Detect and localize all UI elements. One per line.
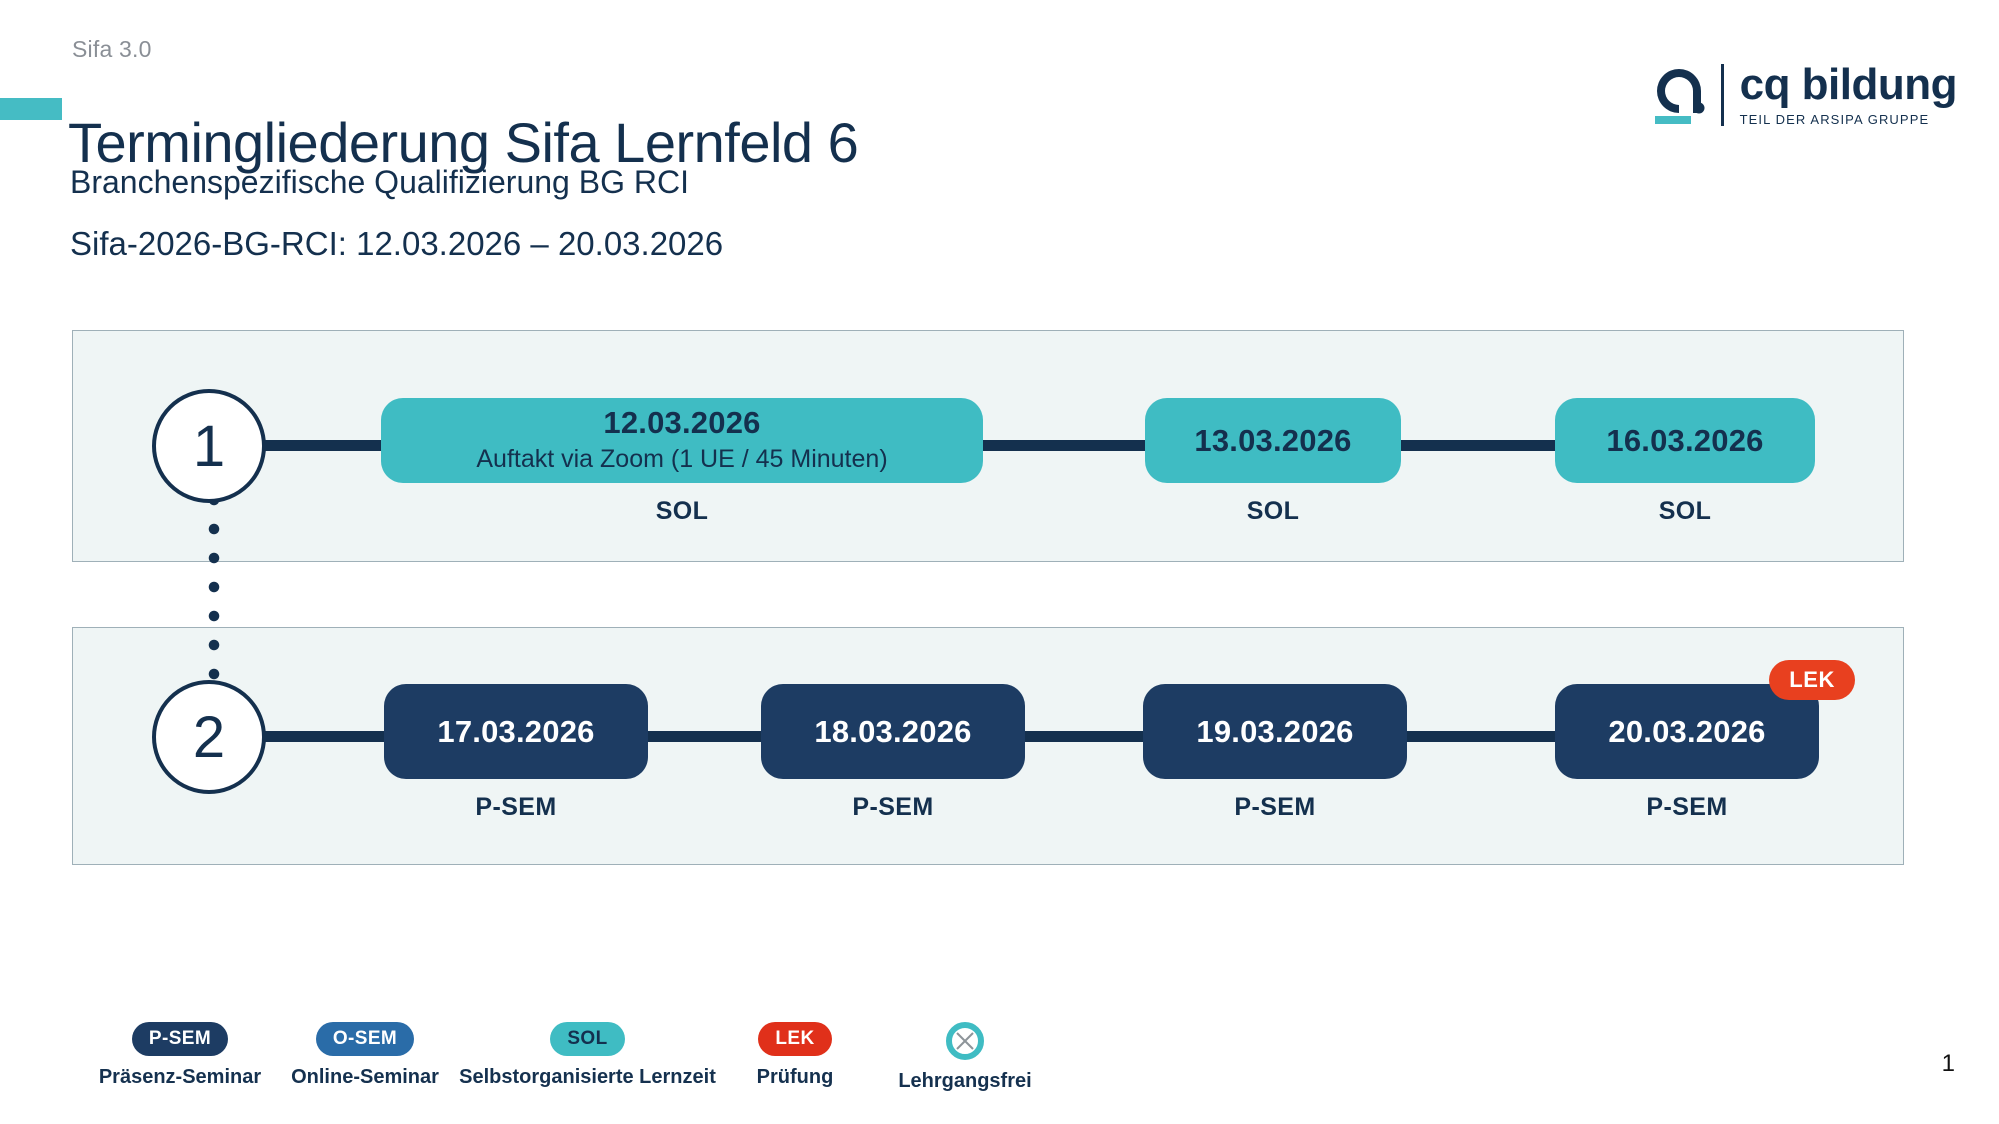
timeline-node[interactable]: 12.03.2026 Auftakt via Zoom (1 UE / 45 M… bbox=[381, 398, 983, 526]
legend-badge-osem: O-SEM bbox=[315, 1022, 415, 1056]
node-date: 13.03.2026 bbox=[1194, 422, 1352, 458]
phase-marker-1[interactable]: 1 bbox=[152, 389, 266, 503]
legend-badge-lek: LEK bbox=[758, 1022, 832, 1056]
page-subtitle-daterange: Sifa-2026-BG-RCI: 12.03.2026 – 20.03.202… bbox=[70, 225, 724, 262]
legend-item-lek: LEK Prüfung bbox=[715, 1022, 875, 1089]
node-date: 17.03.2026 bbox=[437, 713, 595, 749]
rail-1-b bbox=[975, 440, 1155, 451]
legend-label-osem: Online-Seminar bbox=[291, 1066, 439, 1088]
node-subtitle: Auftakt via Zoom (1 UE / 45 Minuten) bbox=[476, 445, 888, 474]
legend-label-sol: Selbstorganisierte Lernzeit bbox=[459, 1066, 716, 1088]
logo-divider bbox=[1720, 64, 1724, 126]
logo-wordmark: cq bildung bbox=[1739, 60, 1958, 110]
phase-marker-1-number: 1 bbox=[192, 413, 226, 479]
timeline-node[interactable]: 17.03.2026 P-SEM bbox=[384, 684, 648, 822]
node-caption: SOL bbox=[1246, 497, 1300, 525]
node-date: 18.03.2026 bbox=[814, 713, 972, 749]
page-number: 1 bbox=[1941, 1050, 1955, 1077]
rail-2-d bbox=[1395, 731, 1565, 742]
circle-x-icon bbox=[946, 1022, 984, 1060]
legend: P-SEM Präsenz-Seminar O-SEM Online-Semin… bbox=[90, 1022, 1055, 1093]
legend-item-lehrgangsfrei: Lehrgangsfrei bbox=[875, 1022, 1055, 1093]
legend-label-psem: Präsenz-Seminar bbox=[98, 1066, 262, 1088]
logo-tagline: TEIL DER ARSIPA GRUPPE bbox=[1739, 111, 1930, 127]
rail-2-b bbox=[638, 731, 768, 742]
node-date: 12.03.2026 bbox=[603, 405, 761, 441]
timeline-node[interactable]: LEK 20.03.2026 P-SEM bbox=[1555, 660, 1855, 822]
page-subtitle-primary: Branchenspezifische Qualifizierung BG RC… bbox=[70, 164, 689, 200]
cq-logo-mark-icon bbox=[1649, 65, 1709, 125]
rail-2-c bbox=[1020, 731, 1150, 742]
timeline-node[interactable]: 16.03.2026 SOL bbox=[1555, 398, 1815, 526]
node-caption: SOL bbox=[1658, 497, 1712, 525]
legend-badge-psem: P-SEM bbox=[131, 1022, 229, 1056]
node-date: 19.03.2026 bbox=[1196, 713, 1354, 749]
timeline-node[interactable]: 18.03.2026 P-SEM bbox=[761, 684, 1025, 822]
phase-connector-dotted-line bbox=[208, 494, 220, 692]
legend-label-lehrgangsfrei: Lehrgangsfrei bbox=[898, 1070, 1032, 1092]
legend-label-lek: Prüfung bbox=[756, 1066, 834, 1088]
rail-1-a bbox=[258, 440, 398, 451]
node-caption: P-SEM bbox=[475, 793, 557, 821]
node-date: 20.03.2026 bbox=[1608, 713, 1766, 749]
status-badge-lek[interactable]: LEK bbox=[1769, 660, 1855, 700]
legend-badge-sol: SOL bbox=[550, 1022, 625, 1056]
eyebrow-label: Sifa 3.0 bbox=[72, 36, 152, 62]
rail-2-a bbox=[258, 731, 398, 742]
title-accent-bar bbox=[0, 98, 62, 120]
brand-logo: cq bildung TEIL DER ARSIPA GRUPPE bbox=[1649, 60, 1958, 128]
page-title: Termingliederung Sifa Lernfeld 6 bbox=[68, 110, 859, 174]
legend-item-sol: SOL Selbstorganisierte Lernzeit bbox=[459, 1022, 716, 1089]
timeline-node[interactable]: 19.03.2026 P-SEM bbox=[1143, 684, 1407, 822]
timeline-node[interactable]: 13.03.2026 SOL bbox=[1145, 398, 1401, 526]
legend-item-psem: P-SEM Präsenz-Seminar bbox=[90, 1022, 270, 1089]
node-caption: P-SEM bbox=[852, 793, 934, 821]
legend-item-osem: O-SEM Online-Seminar bbox=[270, 1022, 460, 1089]
node-caption: SOL bbox=[655, 497, 709, 525]
node-date: 16.03.2026 bbox=[1606, 422, 1764, 458]
node-caption: P-SEM bbox=[1234, 793, 1316, 821]
phase-marker-2[interactable]: 2 bbox=[152, 680, 266, 794]
rail-1-c bbox=[1390, 440, 1565, 451]
node-caption: P-SEM bbox=[1646, 793, 1728, 821]
phase-marker-2-number: 2 bbox=[192, 704, 226, 770]
